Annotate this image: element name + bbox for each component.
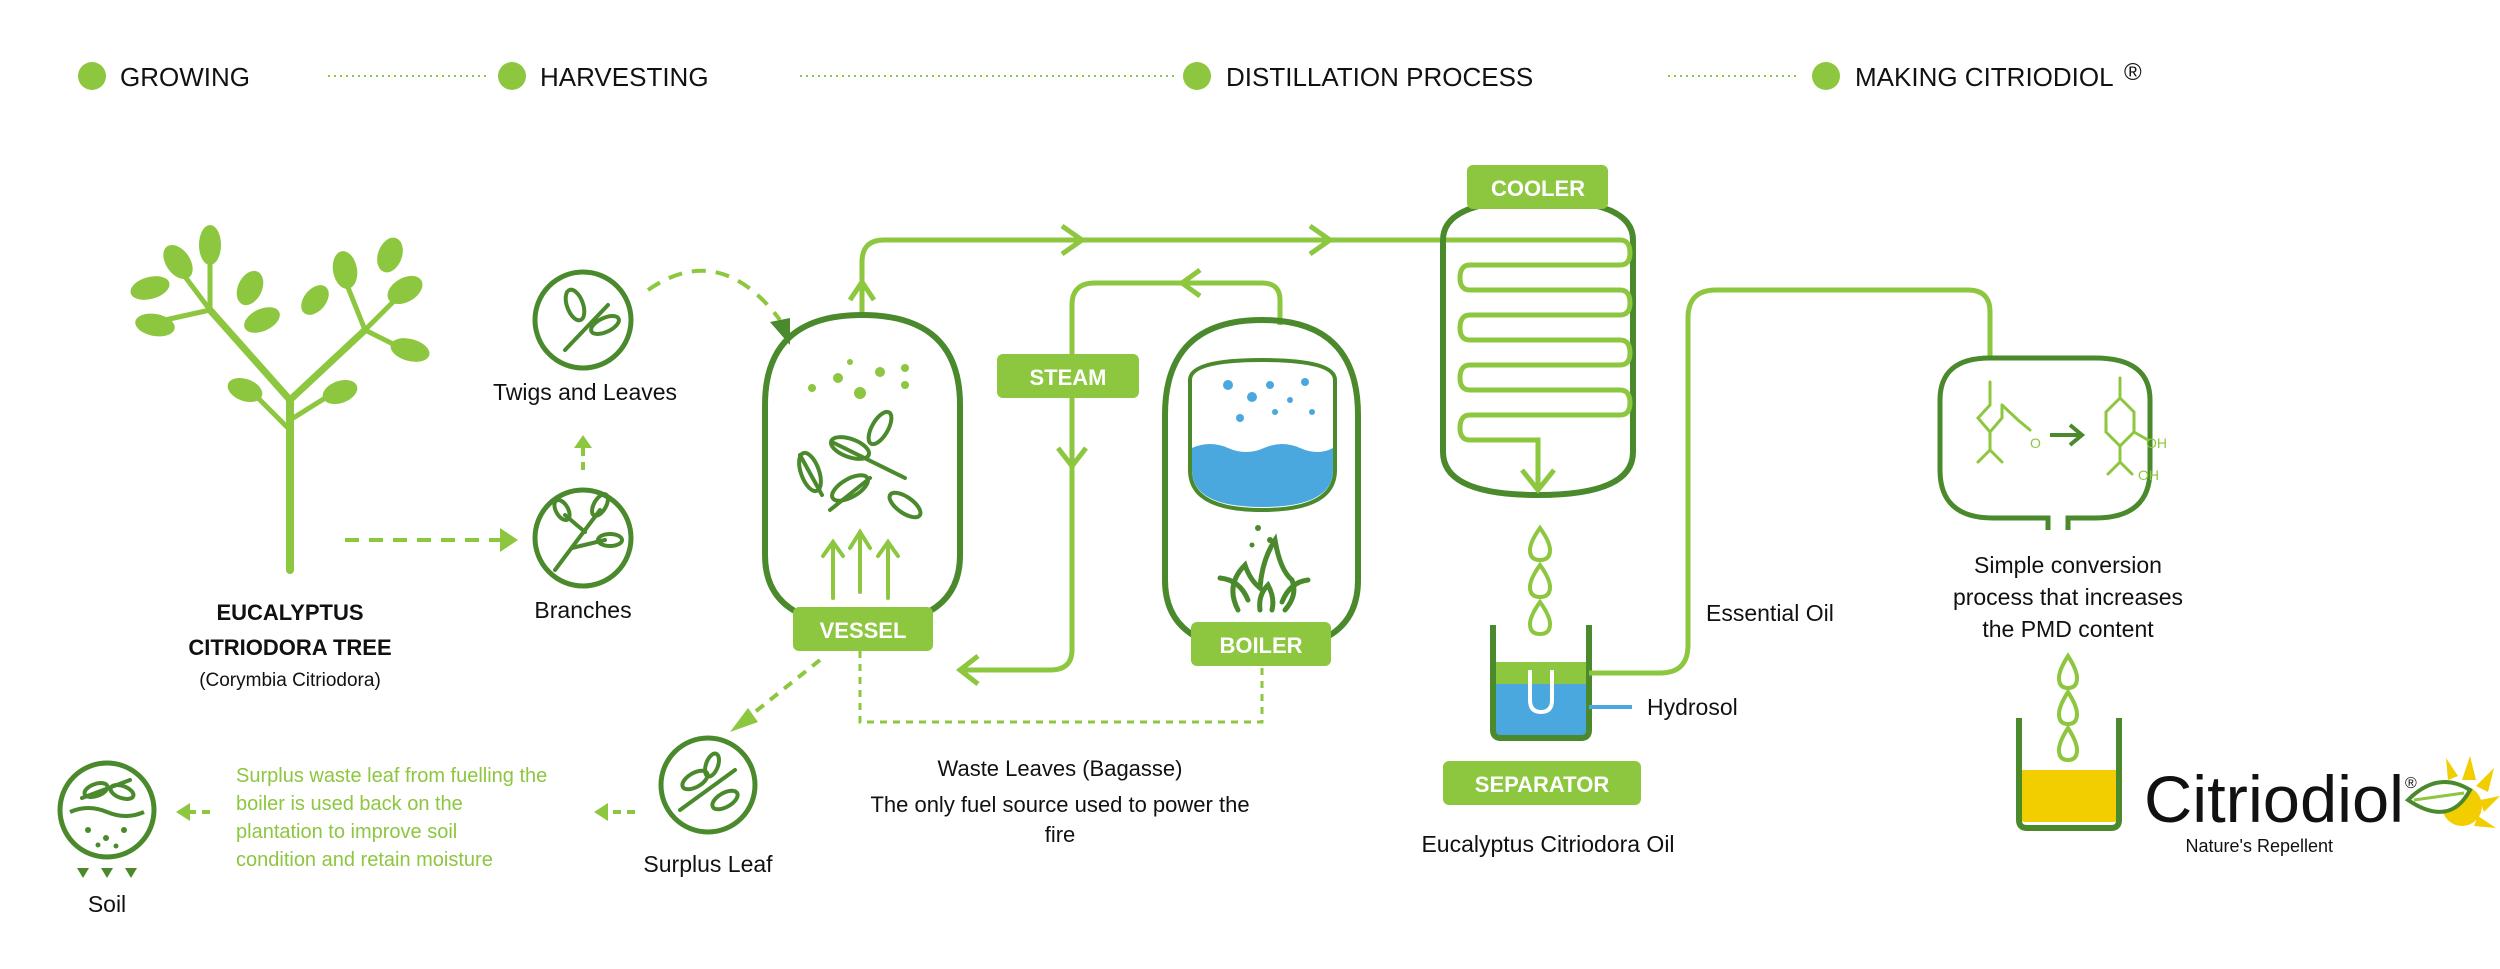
stage-dot-growing: [78, 62, 106, 90]
conversion-text: process that increases: [1953, 584, 2183, 610]
arrow-head: [955, 654, 980, 686]
drops-icon: [2056, 652, 2080, 763]
surplus-note: condition and retain moisture: [236, 849, 493, 871]
registered-mark: ®: [2124, 59, 2142, 86]
chem-oh-label: OH: [2138, 467, 2159, 483]
arrow-head: [1177, 267, 1202, 299]
separator-label: SEPARATOR: [1475, 772, 1610, 797]
waste-leaves-title: Waste Leaves (Bagasse): [938, 756, 1183, 781]
vessel-tank: [762, 311, 963, 629]
arrow-head: [1056, 446, 1088, 471]
stage-label-distillation: DISTILLATION PROCESS: [1226, 62, 1533, 92]
soil-icon: [57, 760, 157, 878]
boiler-label: BOILER: [1219, 633, 1302, 658]
vapour-pipe: [859, 237, 1450, 312]
branches-label: Branches: [534, 597, 631, 623]
chemical-structure-icon: [1975, 380, 2032, 464]
flow-arrow: [743, 658, 822, 722]
steam-pipe: [960, 280, 1283, 673]
cooler-badge: [1467, 165, 1608, 209]
stage-label-harvesting: HARVESTING: [540, 62, 709, 92]
waste-leaves-path: [858, 650, 1264, 724]
stage-dot-distillation: [1183, 62, 1211, 90]
surplus-leaf-icon: [658, 735, 758, 835]
stage-dot-harvesting: [498, 62, 526, 90]
surplus-note: plantation to improve soil: [236, 821, 457, 843]
tree-latin-name: (Corymbia Citriodora): [199, 670, 381, 691]
cooler-tank: [1440, 196, 1636, 499]
citriodiol-beaker: [2016, 718, 2122, 831]
drops-icon: [1527, 524, 1553, 637]
conversion-text: Simple conversion: [1974, 552, 2162, 578]
flow-arrow: [646, 268, 782, 322]
stage-dot-making: [1812, 62, 1840, 90]
boiler-tank: [1162, 316, 1361, 654]
sun-leaf-logo-icon: [2404, 756, 2500, 828]
chemical-structure-icon: [2104, 376, 2150, 476]
boiler-badge: [1191, 622, 1331, 666]
waste-leaves-desc: The only fuel source used to power the: [870, 792, 1249, 817]
vessel-label: VESSEL: [820, 618, 907, 643]
branches-icon: [532, 487, 634, 589]
conversion-text: the PMD content: [1982, 616, 2154, 642]
steam-badge: [997, 354, 1139, 398]
stage-label-making: MAKING CITRIODIOL: [1855, 62, 2114, 92]
cooler-label: COOLER: [1491, 176, 1585, 201]
reaction-arrow-icon: [2050, 423, 2086, 447]
arrow-head: [500, 528, 518, 552]
surplus-note: Surplus waste leaf from fuelling the: [236, 765, 547, 787]
twigs-leaves-label: Twigs and Leaves: [493, 379, 677, 405]
hydrosol-label: Hydrosol: [1647, 694, 1738, 720]
twigs-leaves-icon: [532, 269, 634, 371]
tree-name: EUCALYPTUS: [216, 600, 363, 625]
steam-label: STEAM: [1030, 365, 1107, 390]
surplus-note: boiler is used back on the: [236, 793, 463, 815]
stage-label-growing: GROWING: [120, 62, 250, 92]
fire-icon: [1217, 533, 1311, 613]
brand-registered-mark: ®: [2405, 775, 2417, 792]
separator-badge: [1443, 761, 1641, 805]
arrow-head: [594, 803, 608, 821]
leaf-icon: [797, 409, 923, 520]
tree-name: CITRIODORA TREE: [188, 635, 391, 660]
chem-o-label: O: [2030, 435, 2041, 451]
arrow-head: [574, 435, 592, 448]
essential-oil-label: Essential Oil: [1706, 600, 1834, 626]
brand-tagline: Nature's Repellent: [2185, 836, 2333, 856]
eucalyptus-oil-label: Eucalyptus Citriodora Oil: [1421, 831, 1674, 857]
arrow-head: [847, 277, 877, 302]
surplus-leaf-label: Surplus Leaf: [643, 851, 773, 877]
arrow-head: [1060, 223, 1087, 257]
eucalyptus-tree-icon: [130, 225, 430, 574]
vessel-badge: [793, 607, 933, 651]
chem-oh-label: OH: [2146, 435, 2167, 451]
arrow-head: [730, 708, 758, 732]
essential-oil-pipe: [1589, 287, 1993, 676]
arrow-head: [1308, 223, 1335, 257]
arrow-head: [176, 803, 190, 821]
brand-logo: Citriodiol: [2144, 762, 2404, 836]
soil-label: Soil: [88, 891, 126, 917]
stage-header: GROWING HARVESTING DISTILLATION PROCESS …: [78, 59, 2142, 92]
conversion-reactor: O OH OH: [1937, 355, 2167, 530]
waste-leaves-desc: fire: [1045, 822, 1076, 847]
separator-vessel: [1490, 625, 1592, 741]
